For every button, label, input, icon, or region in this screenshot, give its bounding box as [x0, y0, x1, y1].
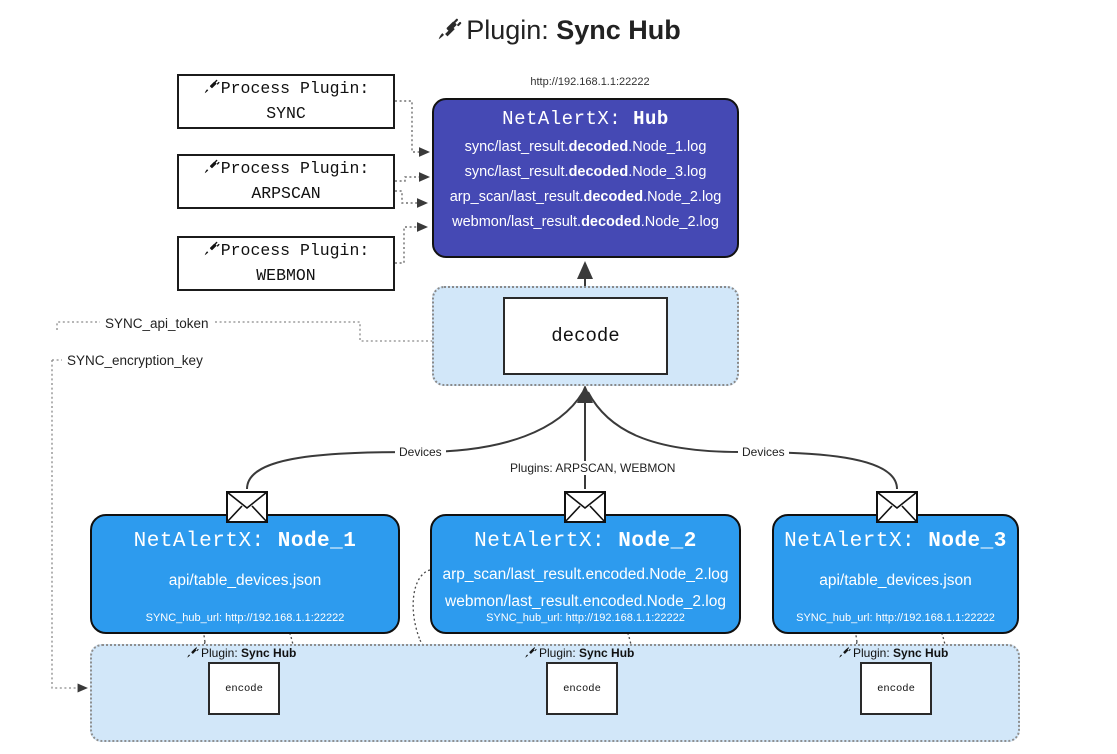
page-title: Plugin: Sync Hub — [0, 14, 1117, 49]
node-file-list: arp_scan/last_result.encoded.Node_2.log … — [432, 561, 739, 615]
node-file-list: api/table_devices.json — [774, 567, 1017, 594]
hub-log-line: arp_scan/last_result.decoded.Node_2.log — [449, 188, 722, 205]
envelope-icon — [226, 491, 268, 523]
node-hub-url: SYNC_hub_url: http://192.168.1.1:22222 — [796, 612, 995, 624]
label-sync-encryption-key: SYNC_encryption_key — [62, 353, 208, 368]
node-hub-url: SYNC_hub_url: http://192.168.1.1:22222 — [145, 612, 345, 624]
envelope-icon — [876, 491, 918, 523]
process-plugin-title: Process Plugin: — [220, 79, 370, 99]
plugin-tag-prefix: Plugin: — [201, 646, 242, 660]
hub-header-name: Hub — [633, 108, 669, 130]
process-plugin-name: ARPSCAN — [251, 183, 321, 203]
node-file-list: api/table_devices.json — [92, 567, 398, 594]
envelope-icon — [564, 491, 606, 523]
encode-box-node-1[interactable]: encode — [208, 662, 280, 715]
process-plugin-name: SYNC — [266, 103, 306, 123]
edge-label-plugins: Plugins: ARPSCAN, WEBMON — [506, 461, 680, 475]
plugin-tag-name: Sync Hub — [579, 646, 635, 660]
encode-box-node-3[interactable]: encode — [860, 662, 932, 715]
plugin-tag-name: Sync Hub — [241, 646, 297, 660]
hub-header: NetAlertX: Hub — [434, 108, 737, 130]
plug-icon — [838, 646, 851, 662]
plug-icon — [203, 240, 220, 264]
plugin-tag-prefix: Plugin: — [539, 646, 580, 660]
plugin-tag-name: Sync Hub — [893, 646, 949, 660]
node-file: api/table_devices.json — [168, 572, 322, 589]
title-prefix: Plugin: — [466, 15, 557, 45]
plug-icon — [203, 78, 220, 102]
hub-url-caption: http://192.168.1.1:22222 — [530, 76, 650, 88]
hub-node[interactable]: NetAlertX: Hub sync/last_result.decoded.… — [432, 98, 739, 258]
plugin-tag-sync-hub: Plugin: Sync Hub — [524, 646, 634, 662]
node-3[interactable]: NetAlertX: Node_3 api/table_devices.json… — [772, 514, 1019, 634]
plugin-tag-prefix: Plugin: — [853, 646, 894, 660]
node-file: webmon/last_result.encoded.Node_2.log — [445, 593, 726, 611]
label-sync-api-token: SYNC_api_token — [100, 316, 214, 331]
hub-header-prefix: NetAlertX: — [502, 108, 634, 130]
process-plugin-arpscan[interactable]: Process Plugin: ARPSCAN — [177, 154, 395, 209]
node-1[interactable]: NetAlertX: Node_1 api/table_devices.json… — [90, 514, 400, 634]
node-file: api/table_devices.json — [819, 572, 972, 589]
process-plugin-name: WEBMON — [256, 265, 316, 285]
node-hub-url: SYNC_hub_url: http://192.168.1.1:22222 — [486, 612, 685, 624]
node-header: NetAlertX: Node_2 — [474, 530, 697, 553]
node-header: NetAlertX: Node_1 — [133, 530, 357, 553]
node-file: arp_scan/last_result.encoded.Node_2.log — [442, 566, 729, 583]
process-plugin-sync[interactable]: Process Plugin: SYNC — [177, 74, 395, 129]
node-2[interactable]: NetAlertX: Node_2 arp_scan/last_result.e… — [430, 514, 741, 634]
plug-icon — [436, 16, 462, 49]
encode-box-node-2[interactable]: encode — [546, 662, 618, 715]
hub-log-line: sync/last_result.decoded.Node_1.log — [464, 139, 707, 155]
hub-log-line: webmon/last_result.decoded.Node_2.log — [452, 213, 719, 230]
edge-label-devices-right: Devices — [738, 445, 789, 459]
hub-log-line: sync/last_result.decoded.Node_3.log — [464, 163, 707, 180]
process-plugin-title: Process Plugin: — [220, 241, 370, 261]
plug-icon — [524, 646, 537, 662]
plug-icon — [203, 158, 220, 182]
plugin-tag-sync-hub: Plugin: Sync Hub — [838, 646, 948, 662]
process-plugin-webmon[interactable]: Process Plugin: WEBMON — [177, 236, 395, 291]
plugin-tag-sync-hub: Plugin: Sync Hub — [186, 646, 296, 662]
title-plugin-name: Sync Hub — [556, 15, 681, 45]
process-plugin-title: Process Plugin: — [220, 159, 370, 179]
edge-label-devices-left: Devices — [395, 445, 446, 459]
decode-box[interactable]: decode — [503, 297, 668, 375]
node-header: NetAlertX: Node_3 — [784, 530, 1007, 553]
plug-icon — [186, 646, 199, 662]
